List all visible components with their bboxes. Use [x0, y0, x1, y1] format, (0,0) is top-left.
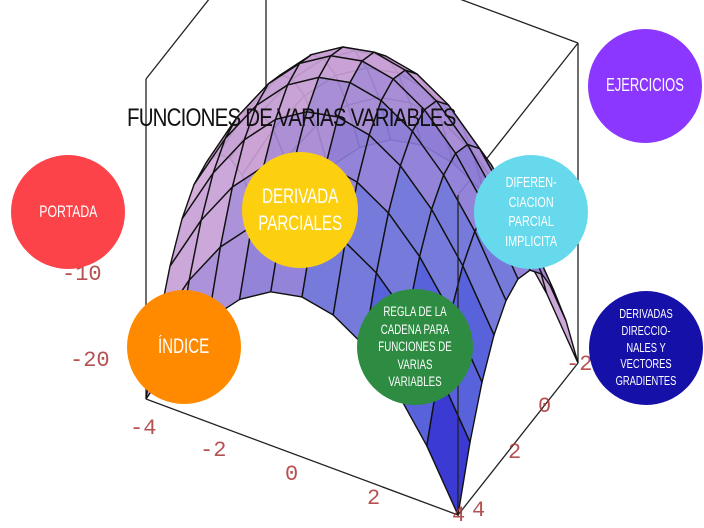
topic-diferenciacion-implicita[interactable]: DIFEREN- CIACION PARCIAL IMPLICITA	[474, 155, 588, 269]
y-tick: 2	[508, 440, 522, 465]
box-edge	[460, 0, 579, 44]
topic-label: EJERCICIOS	[606, 75, 684, 96]
x-tick: 4	[452, 503, 466, 528]
x-tick: -4	[130, 416, 157, 441]
topic-label: DERIVADA PARCIALES	[258, 184, 342, 235]
y-tick: 0	[538, 394, 552, 419]
topic-label: ÍNDICE	[158, 335, 210, 359]
topic-label: DIFEREN- CIACION PARCIAL IMPLICITA	[504, 174, 557, 250]
topic-label: DERIVADAS DIRECCIO- NALES Y VECTORES GRA…	[615, 305, 677, 389]
y-tick: 4	[472, 498, 486, 523]
y-tick: -2	[566, 352, 593, 377]
presentation-title: FUNCIONES DE VARIAS VARIABLES	[127, 104, 456, 132]
box-edge	[457, 362, 579, 516]
x-tick: 2	[367, 486, 381, 511]
x-tick: 0	[285, 462, 299, 487]
x-tick: -2	[200, 438, 227, 463]
z-tick: -20	[70, 348, 110, 373]
topic-derivadas-direccionales[interactable]: DERIVADAS DIRECCIO- NALES Y VECTORES GRA…	[589, 291, 703, 405]
topic-portada[interactable]: PORTADA	[11, 155, 125, 269]
topic-indice[interactable]: ÍNDICE	[127, 290, 241, 404]
topic-label: PORTADA	[38, 201, 98, 221]
box-edge	[145, 0, 210, 80]
topic-ejercicios[interactable]: EJERCICIOS	[588, 29, 702, 143]
topic-regla-cadena[interactable]: REGLA DE LA CADENA PARA FUNCIONES DE VAR…	[357, 289, 473, 405]
box-edge	[145, 398, 459, 516]
topic-label: REGLA DE LA CADENA PARA FUNCIONES DE VAR…	[378, 304, 452, 390]
topic-derivada-parciales[interactable]: DERIVADA PARCIALES	[242, 152, 358, 268]
